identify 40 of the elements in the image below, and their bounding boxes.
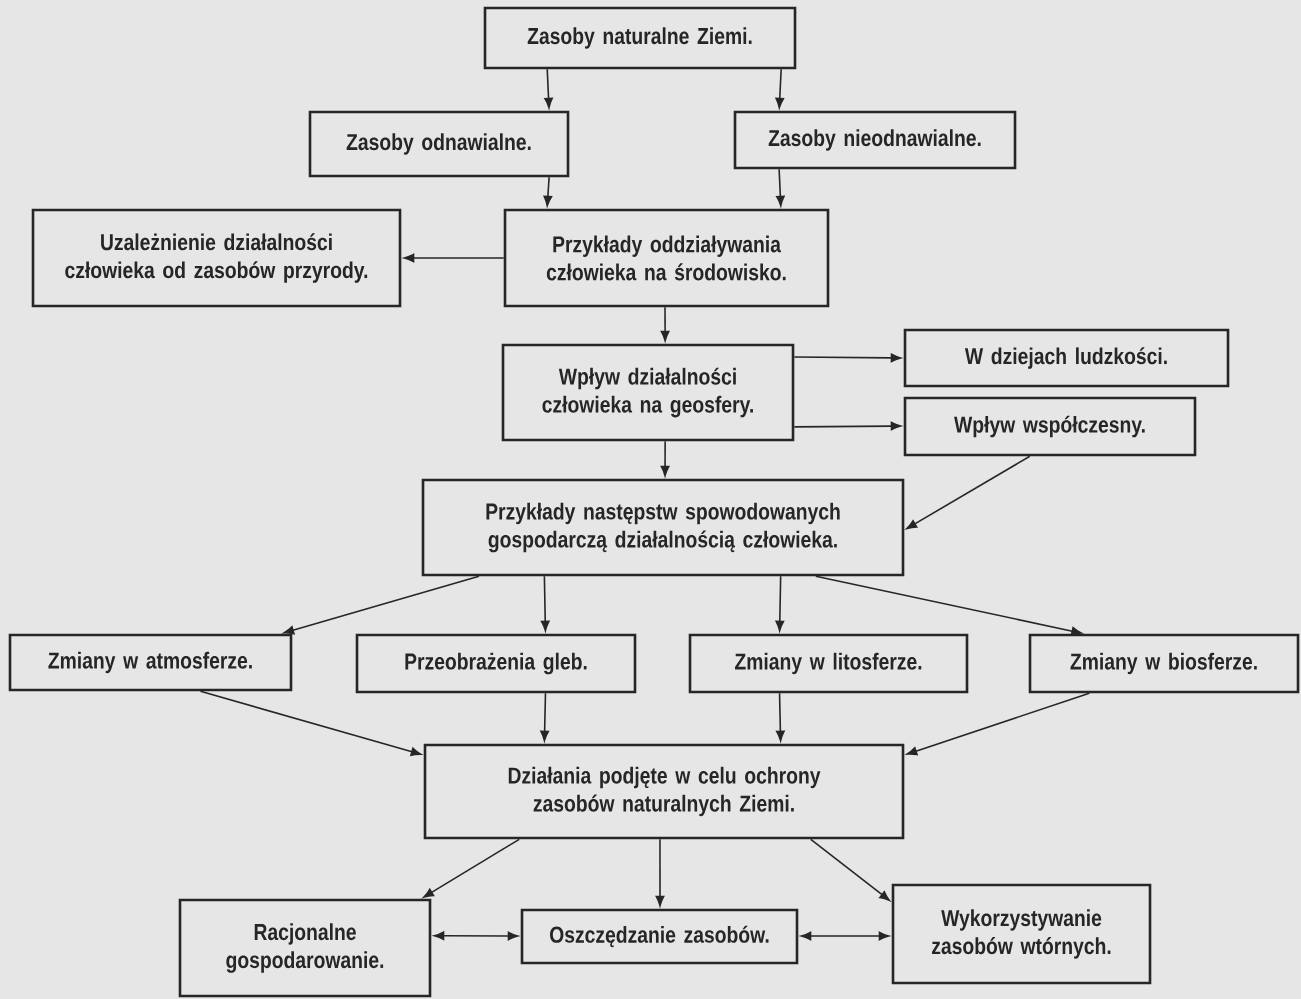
arrow (540, 692, 549, 742)
process-box: Przeobrażenia gleb. (355, 633, 637, 694)
arrow (793, 353, 902, 363)
arrow (906, 455, 1031, 530)
arrow (775, 575, 785, 632)
arrow (810, 838, 890, 901)
arrow (433, 931, 519, 941)
process-box: Zasoby nieodnawialne. (733, 110, 1017, 170)
arrow (906, 692, 1091, 756)
arrow (655, 838, 665, 907)
process-box: Wykorzystywanie zasobów wtórnych. (891, 883, 1152, 985)
process-box: Racjonalne gospodarowanie. (178, 898, 432, 998)
arrow (423, 838, 520, 898)
process-box: Przykłady oddziaływania człowieka na środowisko. (503, 208, 830, 308)
arrow (199, 690, 422, 756)
process-box: Zmiany w litosferze. (688, 633, 969, 694)
arrow (283, 575, 480, 635)
arrow (403, 253, 505, 263)
arrow (815, 575, 1082, 636)
process-box: W dziejach ludzkości. (903, 328, 1230, 388)
process-box: Zmiany w biosferze. (1028, 633, 1300, 694)
process-box: Przykłady następstw spowodowanych gospodarczą działalnością człowieka. (421, 478, 905, 577)
arrow (540, 575, 550, 632)
process-box: Wpływ współczesny. (903, 396, 1197, 457)
arrow (543, 176, 553, 207)
process-box: Działania podjęte w celu ochrony zasobów naturalnych Ziemi. (423, 743, 905, 840)
process-box: Zasoby odnawialne. (308, 110, 570, 178)
arrow (544, 68, 553, 109)
process-box: Wpływ działalności człowieka na geosfery. (501, 343, 795, 442)
arrow (775, 68, 785, 109)
arrow (660, 306, 670, 342)
arrow (776, 168, 785, 207)
process-box: Oszczędzanie zasobów. (520, 908, 799, 965)
process-box: Zmiany w atmosferze. (8, 633, 293, 692)
arrow (800, 931, 890, 941)
process-box: Uzależnienie działalności człowieka od zasobów przyrody. (31, 208, 402, 308)
arrow (660, 440, 670, 477)
arrow (793, 421, 902, 431)
process-box: Zasoby naturalne Ziemi. (483, 6, 797, 70)
arrow (776, 692, 785, 742)
